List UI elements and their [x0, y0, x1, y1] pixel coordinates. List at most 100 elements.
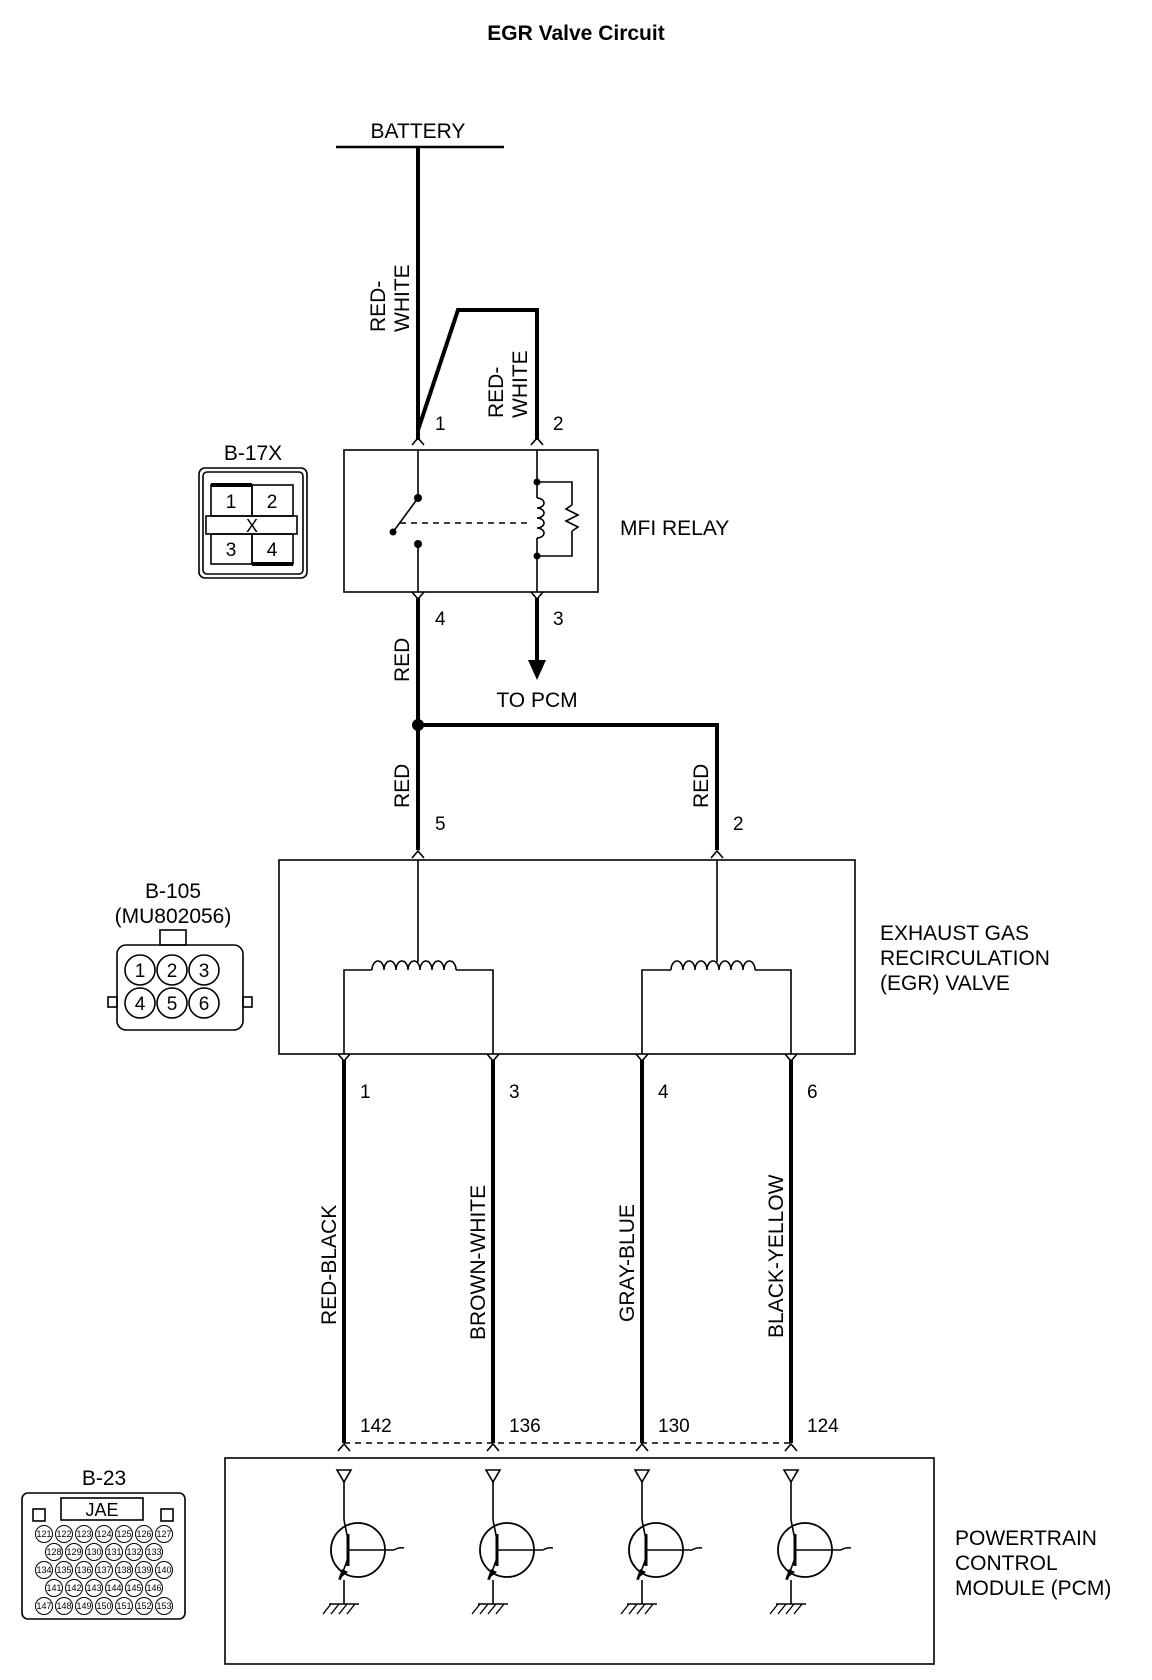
- pcm-connector-pin: 147: [35, 1597, 53, 1615]
- pcm-connector-pin: 150: [95, 1597, 113, 1615]
- svg-text:135: 135: [56, 1565, 71, 1575]
- pcm-driver-transistor-icon: [769, 1469, 852, 1615]
- relay-switch-arm: [392, 497, 419, 533]
- to-pcm-arrow-icon: [528, 660, 546, 680]
- egr-pin1-label: 1: [360, 1082, 371, 1103]
- egr-pin1-terminal-icon: [337, 1053, 351, 1063]
- egr-coil-a-left-lead: [343, 969, 372, 1054]
- pcm-connector-pin: 128: [45, 1543, 63, 1561]
- egr-coil-b-left-lead: [641, 969, 671, 1054]
- svg-text:151: 151: [116, 1601, 131, 1611]
- pcm-pin142-label: 142: [360, 1416, 392, 1437]
- pcm-connector-pin: 141: [45, 1579, 63, 1597]
- svg-text:136: 136: [76, 1565, 91, 1575]
- egr-coil-b-icon: [670, 960, 756, 971]
- pcm-driver-group: [322, 1469, 852, 1615]
- mfi-relay-label: MFI RELAY: [620, 517, 729, 540]
- relay-connector-pin-2: 2: [267, 492, 278, 513]
- svg-text:129: 129: [66, 1547, 81, 1557]
- egr-valve-box: [278, 859, 856, 1055]
- relay-connector-pin-4: 4: [267, 540, 278, 561]
- pcm-pin136-terminal-icon: [486, 1442, 500, 1452]
- egr-connector-face: B-105 (MU802056) 1 2 3 4 5 6: [107, 880, 253, 1031]
- pcm-pin130-terminal-icon: [635, 1442, 649, 1452]
- relay-pin1-label: 1: [435, 414, 446, 435]
- pcm-connector-pin: 121: [35, 1525, 53, 1543]
- pcm-driver-transistor-icon: [471, 1469, 554, 1615]
- pcm-connector-pin: 127: [155, 1525, 173, 1543]
- svg-text:126: 126: [136, 1529, 151, 1539]
- egr-coil-a-right-lead: [456, 969, 494, 1054]
- svg-text:143: 143: [86, 1583, 101, 1593]
- wire-label-relay-pin2-line1: RED-: [485, 367, 508, 418]
- egr-connector-pin-2: 2: [167, 961, 178, 982]
- pcm-pin130-label: 130: [658, 1416, 690, 1437]
- egr-pin5-terminal-icon: [411, 849, 425, 859]
- pcm-connector-pin: 131: [105, 1543, 123, 1561]
- relay-connector-face: B-17X 1 2 3 4 X: [198, 442, 308, 579]
- relay-connector-mark: X: [246, 516, 258, 536]
- pcm-driver-transistor-icon: [620, 1469, 703, 1615]
- svg-text:145: 145: [126, 1583, 141, 1593]
- to-pcm-label: TO PCM: [496, 689, 577, 712]
- pcm-pin124-label: 124: [807, 1416, 839, 1437]
- egr-connector-pin-6: 6: [199, 994, 210, 1015]
- svg-text:134: 134: [36, 1565, 51, 1575]
- svg-text:142: 142: [66, 1583, 81, 1593]
- egr-connector-label: B-105: [145, 880, 201, 903]
- pcm-connector-pin: 133: [145, 1543, 163, 1561]
- svg-text:132: 132: [126, 1547, 141, 1557]
- svg-text:148: 148: [56, 1601, 71, 1611]
- egr-pin6-terminal-icon: [784, 1053, 798, 1063]
- wire-label-battery-line2: WHITE: [391, 264, 414, 332]
- relay-pin1-terminal-icon: [411, 436, 425, 446]
- egr-pin4-label: 4: [658, 1082, 669, 1103]
- pcm-connector-pin: 152: [135, 1597, 153, 1615]
- relay-connector-label: B-17X: [224, 442, 282, 465]
- wire-label-battery-line1: RED-: [367, 281, 390, 332]
- svg-text:144: 144: [106, 1583, 121, 1593]
- egr-connector-part-number: (MU802056): [115, 905, 232, 928]
- pcm-connector-pin: 139: [135, 1561, 153, 1579]
- wire-label-egr-pin5: RED: [391, 764, 414, 808]
- relay-connector-pin-1: 1: [226, 492, 237, 513]
- pcm-connector-pin: 153: [155, 1597, 173, 1615]
- svg-text:152: 152: [136, 1601, 151, 1611]
- relay-pin4-terminal-icon: [411, 591, 425, 601]
- egr-pin4-terminal-icon: [635, 1053, 649, 1063]
- svg-text:149: 149: [76, 1601, 91, 1611]
- pcm-connector-pin: 136: [75, 1561, 93, 1579]
- pcm-connector-pin: 132: [125, 1543, 143, 1561]
- svg-text:146: 146: [146, 1583, 161, 1593]
- svg-text:125: 125: [116, 1529, 131, 1539]
- pcm-label-line3: MODULE (PCM): [955, 1577, 1111, 1600]
- wire-label-relay-pin2-line2: WHITE: [509, 350, 532, 418]
- pcm-connector-pin: 151: [115, 1597, 133, 1615]
- mfi-relay-box: [343, 449, 599, 593]
- svg-text:139: 139: [136, 1565, 151, 1575]
- svg-text:137: 137: [96, 1565, 111, 1575]
- svg-text:128: 128: [46, 1547, 61, 1557]
- egr-connector-pin-1: 1: [135, 961, 146, 982]
- pcm-driver-transistor-icon: [322, 1469, 405, 1615]
- relay-pin3-terminal-icon: [530, 591, 544, 601]
- pcm-pin124-terminal-icon: [784, 1442, 798, 1452]
- pcm-connector-pin: 123: [75, 1525, 93, 1543]
- relay-resistor-bracket: [537, 481, 573, 505]
- wire-junction-to-egr-pin2: [418, 723, 719, 850]
- pcm-connector-pin: 122: [55, 1525, 73, 1543]
- wire-relay-pin1-to-pin2: [416, 308, 539, 440]
- pcm-connector-pin: 134: [35, 1561, 53, 1579]
- pcm-connector-pin: 145: [125, 1579, 143, 1597]
- pcm-box: [224, 1457, 935, 1665]
- egr-label-line2: RECIRCULATION: [880, 947, 1050, 970]
- pcm-connector-pin: 149: [75, 1597, 93, 1615]
- pcm-label-line1: POWERTRAIN: [955, 1527, 1097, 1550]
- svg-text:123: 123: [76, 1529, 91, 1539]
- pcm-pin142-terminal-icon: [337, 1442, 351, 1452]
- pcm-pin136-label: 136: [509, 1416, 541, 1437]
- pcm-connector-pin: 138: [115, 1561, 133, 1579]
- wire-label-egr-pin4: GRAY-BLUE: [616, 1204, 639, 1322]
